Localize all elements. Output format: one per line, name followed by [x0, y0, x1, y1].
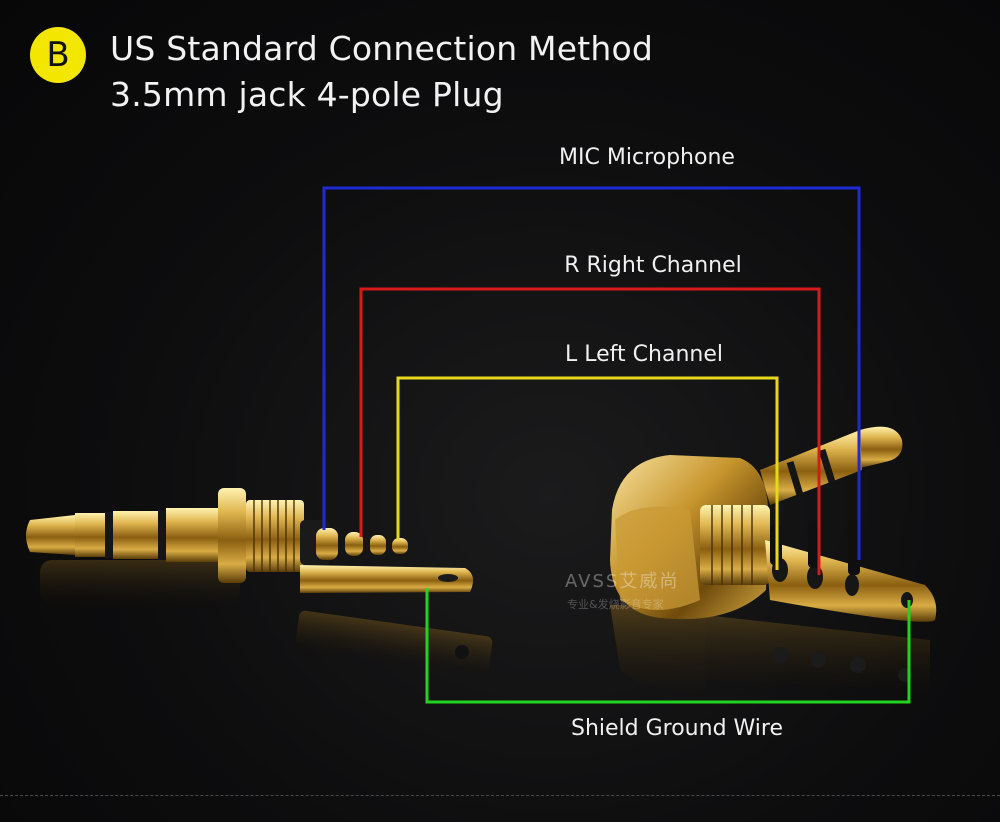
straight-plug-insulator-2	[158, 510, 166, 560]
straight-plug-insulator-1	[105, 512, 113, 558]
title-line-2: 3.5mm jack 4-pole Plug	[110, 75, 504, 114]
title-line-1: US Standard Connection Method	[110, 29, 653, 68]
section-badge-letter: B	[46, 35, 70, 75]
angled-plug-rings	[760, 430, 862, 505]
straight-plug-tab-hole-reflection	[455, 645, 469, 659]
straight-plug-sleeve	[166, 508, 221, 562]
label-mic: MIC Microphone	[559, 145, 735, 170]
straight-plug-terminal-left	[370, 535, 386, 555]
straight-plug-threads	[253, 500, 295, 572]
bottom-divider	[0, 795, 1000, 796]
angled-plug-insulators	[786, 448, 836, 497]
wire-left	[396, 376, 779, 570]
straight-plug-reflection	[40, 560, 240, 605]
label-right-channel: R Right Channel	[564, 253, 742, 278]
straight-plug-terminal-tip	[392, 538, 408, 554]
angled-plug-thread	[700, 505, 770, 585]
straight-plug-nut	[218, 488, 246, 583]
wire-ground	[425, 588, 911, 704]
angled-plug-tip	[860, 426, 903, 468]
angled-plug-reflection	[610, 605, 705, 693]
straight-plug-terminal-right	[345, 532, 363, 556]
angled-plug-face	[615, 506, 700, 610]
straight-plug-tab-hole	[438, 574, 458, 582]
straight-plug-tab-reflection	[295, 610, 493, 674]
angled-plug-threads	[711, 505, 753, 585]
straight-plug-ring-1	[75, 513, 105, 557]
label-shield-ground: Shield Ground Wire	[570, 716, 784, 741]
watermark-tagline: 专业&发烧影音专家	[567, 598, 664, 611]
straight-plug-ground-tab	[300, 565, 474, 593]
straight-plug-terminal-mic	[316, 528, 338, 560]
straight-plug-ring-2	[113, 511, 158, 559]
straight-plug-thread	[246, 500, 304, 572]
page-title: US Standard Connection Method 3.5mm jack…	[110, 26, 653, 118]
watermark-brand: AVSS艾威尚	[565, 571, 680, 592]
angled-plug	[610, 426, 937, 693]
straight-plug	[26, 488, 493, 674]
wire-mic	[322, 186, 861, 560]
straight-plug-tip	[26, 515, 75, 555]
wire-right	[359, 287, 821, 575]
section-badge: B	[30, 27, 86, 83]
label-left-channel: L Left Channel	[565, 342, 723, 367]
